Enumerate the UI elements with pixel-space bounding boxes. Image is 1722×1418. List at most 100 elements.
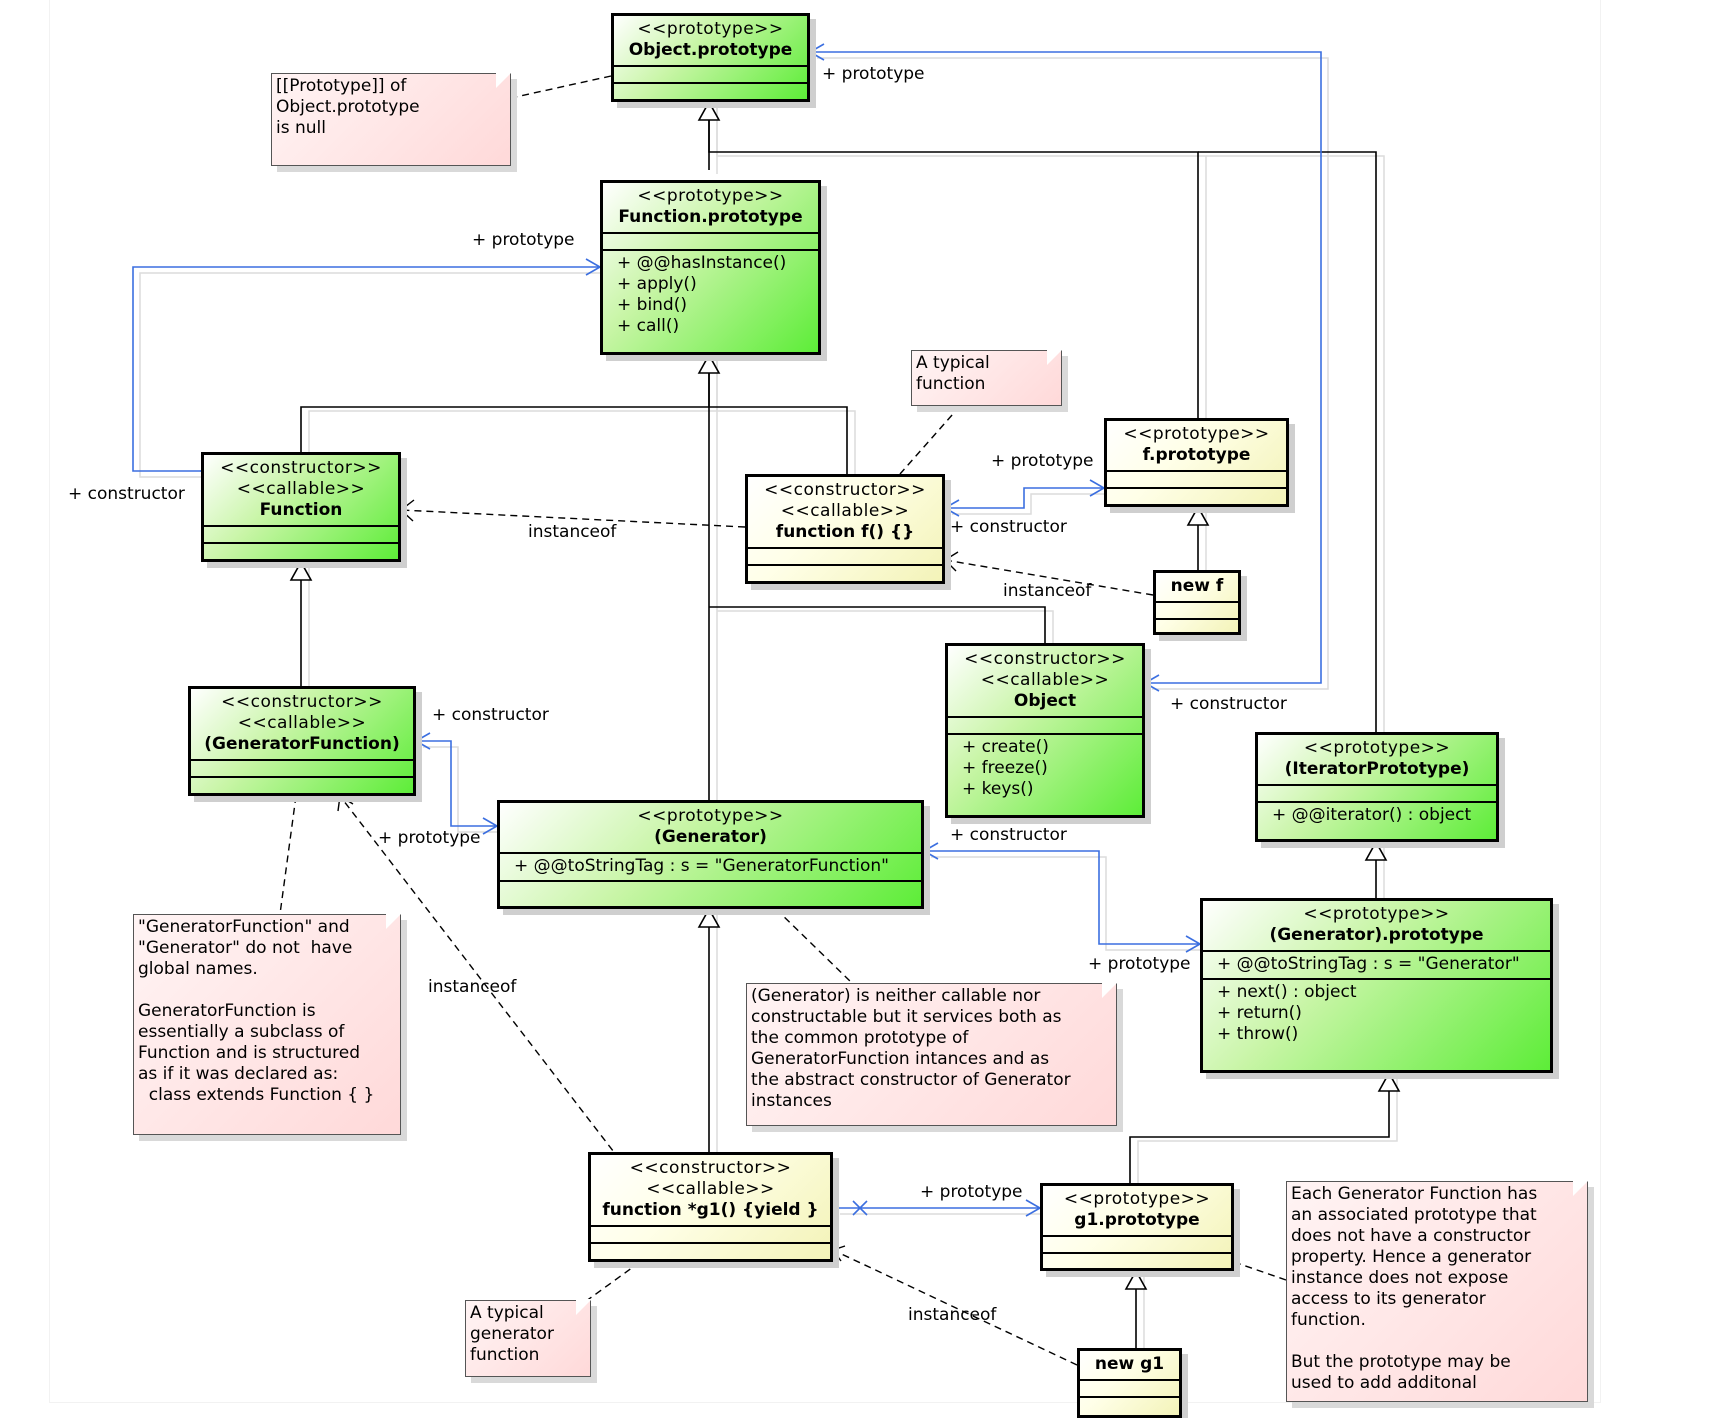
note-line: GeneratorFunction intances and as: [751, 1049, 1050, 1069]
attribute-section: [748, 547, 942, 564]
label-instanceof-function-f: instanceof: [528, 522, 617, 542]
class-name: Object: [1013, 691, 1077, 711]
note-link-each-generator: [1233, 1261, 1287, 1281]
operation-section: + @@hasInstance() + apply() + bind() + c…: [603, 249, 818, 340]
class-name: (GeneratorFunction): [204, 734, 400, 754]
label-generator-function-constructor: + constructor: [432, 705, 549, 725]
operation-row: + return(): [1217, 1003, 1302, 1023]
class-header: <<prototype>> g1.prototype: [1043, 1186, 1231, 1235]
operation-section: [1107, 487, 1286, 504]
note-line: Object.prototype: [276, 97, 420, 117]
operation-row: + @@iterator() : object: [1272, 805, 1472, 825]
note-link-object-null: [510, 75, 612, 99]
attribute-section: [614, 65, 807, 82]
class-name: Function: [259, 500, 343, 520]
class-object-prototype[interactable]: <<prototype>> Object.prototype: [611, 13, 810, 102]
stereotype-label: <<prototype>>: [1303, 738, 1451, 758]
operation-section: + next() : object + return() + throw(): [1203, 978, 1550, 1048]
generalization-triangle-icon: [1124, 1269, 1148, 1290]
connector-shadow: [139, 272, 607, 478]
class-iterator-prototype[interactable]: <<prototype>> (IteratorPrototype) + @@it…: [1255, 732, 1499, 842]
class-g1-prototype[interactable]: <<prototype>> g1.prototype: [1040, 1183, 1234, 1271]
association-generator-generator-prototype: [924, 850, 1200, 945]
class-function-f[interactable]: <<constructor>> <<callable>> function f(…: [745, 474, 945, 584]
note-generator-description[interactable]: (Generator) is neither callable nor cons…: [746, 982, 1118, 1126]
class-object[interactable]: <<constructor>> <<callable>> Object + cr…: [945, 643, 1145, 818]
open-arrow-icon: [831, 1245, 846, 1262]
stereotype-label: <<prototype>>: [1063, 1189, 1211, 1209]
operation-section: [204, 542, 398, 559]
note-typical-generator[interactable]: A typical generator function: [465, 1299, 592, 1377]
note-generator-names[interactable]: "GeneratorFunction" and "Generator" do n…: [133, 913, 402, 1135]
attribute-section: [591, 1225, 830, 1242]
class-g1[interactable]: <<constructor>> <<callable>> function *g…: [588, 1152, 833, 1262]
class-generator-prototype[interactable]: <<prototype>> (Generator).prototype + @@…: [1200, 898, 1553, 1073]
class-generator-function[interactable]: <<constructor>> <<callable>> (GeneratorF…: [188, 686, 416, 796]
label-instanceof-new-g1: instanceof: [908, 1305, 997, 1325]
generalization-triangle-icon: [697, 353, 721, 374]
attribute-section: [603, 232, 818, 249]
dependency-instanceof-function-f: [400, 509, 746, 528]
generalization-triangle-icon: [697, 907, 721, 928]
operation-section: [1156, 618, 1238, 635]
note-line: function: [470, 1345, 540, 1365]
generalization-lines: [300, 102, 1390, 1348]
generalization-iterator-prototype-to-object: [1198, 151, 1377, 732]
note-fold: [1047, 349, 1063, 365]
class-name: Function.prototype: [618, 207, 803, 227]
connector-shadow: [716, 106, 1207, 422]
class-generator[interactable]: <<prototype>> (Generator) + @@toStringTa…: [497, 800, 924, 909]
operation-row: + next() : object: [1217, 982, 1357, 1002]
label-function-constructor: + constructor: [68, 484, 185, 504]
note-typical-function[interactable]: A typical function: [911, 349, 1063, 406]
operation-row: + @@hasInstance(): [617, 253, 787, 273]
note-fold: [496, 72, 512, 88]
class-name: function f() {}: [775, 522, 915, 542]
attribute-section: [1156, 601, 1238, 618]
operation-section: + create() + freeze() + keys(): [948, 733, 1142, 803]
class-name: new f: [1170, 576, 1224, 596]
class-header: new g1: [1080, 1351, 1179, 1379]
stereotype-label: <<prototype>>: [637, 806, 784, 826]
association-function-function-prototype: [132, 266, 600, 472]
attribute-row: + @@toStringTag : s = "Generator": [1217, 954, 1520, 974]
note-line: instances: [751, 1091, 832, 1111]
label-object-prototype-prototype: + prototype: [822, 64, 925, 84]
stereotype-label: <<prototype>>: [637, 186, 784, 206]
class-header: <<prototype>> Object.prototype: [614, 16, 807, 65]
stereotype-label: <<callable>>: [237, 713, 367, 733]
stereotype-label: <<callable>>: [236, 479, 366, 499]
class-header: <<prototype>> (Generator).prototype: [1203, 901, 1550, 950]
generalization-function-f-bracket: [300, 406, 848, 474]
class-function-prototype[interactable]: <<prototype>> Function.prototype + @@has…: [600, 180, 821, 355]
attribute-section: [1107, 470, 1286, 487]
class-function[interactable]: <<constructor>> <<callable>> Function: [201, 452, 401, 562]
operation-section: [500, 880, 921, 897]
connector-shadow: [952, 493, 1111, 515]
note-object-null[interactable]: [[Prototype]] of Object.prototype is nul…: [271, 72, 512, 166]
stereotype-label: <<constructor>>: [629, 1158, 792, 1178]
note-line: access to its generator: [1291, 1289, 1486, 1309]
attribute-row: + @@toStringTag : s = "GeneratorFunction…: [514, 856, 889, 876]
attribute-section: [204, 525, 398, 542]
note-link-generator-names: [279, 795, 297, 915]
note-fold: [386, 913, 402, 929]
open-arrow-icon: [399, 499, 415, 522]
association-arrow-icon: [808, 43, 825, 61]
label-instanceof-g1: instanceof: [428, 977, 517, 997]
class-header: <<prototype>> (IteratorPrototype): [1258, 735, 1496, 784]
note-line: function: [916, 374, 986, 394]
note-each-generator[interactable]: Each Generator Function has an associate…: [1286, 1180, 1589, 1402]
connector-shadow: [308, 410, 856, 478]
class-f-prototype[interactable]: <<prototype>> f.prototype: [1104, 418, 1289, 507]
class-name: (IteratorPrototype): [1284, 759, 1470, 779]
class-new-g1[interactable]: new g1: [1077, 1348, 1182, 1418]
note-line: class extends Function { }: [138, 1085, 375, 1105]
attribute-section: [1258, 784, 1496, 801]
stereotype-label: <<constructor>>: [764, 480, 926, 500]
stereotype-label: <<constructor>>: [964, 649, 1126, 669]
attribute-section: + @@toStringTag : s = "GeneratorFunction…: [500, 852, 921, 880]
stereotype-label: <<prototype>>: [1303, 904, 1450, 924]
class-new-f[interactable]: new f: [1153, 570, 1241, 635]
